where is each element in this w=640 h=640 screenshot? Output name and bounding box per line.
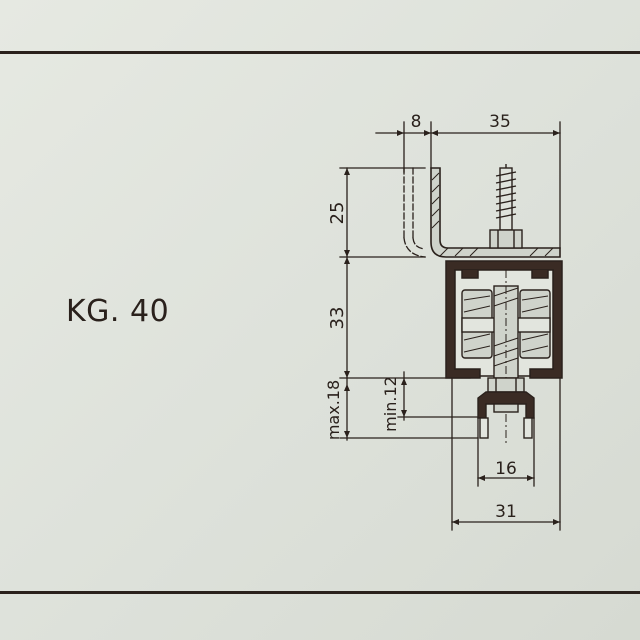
top-dimension-lines bbox=[375, 121, 561, 249]
bottom-rule bbox=[0, 591, 640, 594]
dim-bracket-width: 35 bbox=[489, 112, 511, 132]
model-label: KG. 40 bbox=[66, 294, 170, 329]
dim-rail-height: 33 bbox=[327, 307, 348, 330]
dim-min-gap: min.12 bbox=[381, 376, 400, 432]
dim-max-gap: max.18 bbox=[324, 380, 343, 440]
angle-bracket bbox=[430, 167, 561, 258]
dim-bracket-gap: 8 bbox=[411, 112, 422, 132]
gap-dimension-lines bbox=[339, 371, 479, 441]
dim-bracket-height: 25 bbox=[327, 202, 348, 225]
dashed-bracket-outline bbox=[403, 167, 426, 258]
carriage bbox=[461, 270, 551, 446]
screw bbox=[489, 164, 523, 249]
bottom-dimension-lines bbox=[451, 377, 561, 531]
dimension-labels: 8 35 25 33 max.18 min.12 16 31 bbox=[324, 112, 517, 522]
dim-carriage-width: 31 bbox=[495, 502, 517, 522]
top-rule bbox=[0, 51, 640, 54]
dim-roller-width: 16 bbox=[495, 459, 517, 479]
hanger-clamp bbox=[477, 377, 535, 439]
